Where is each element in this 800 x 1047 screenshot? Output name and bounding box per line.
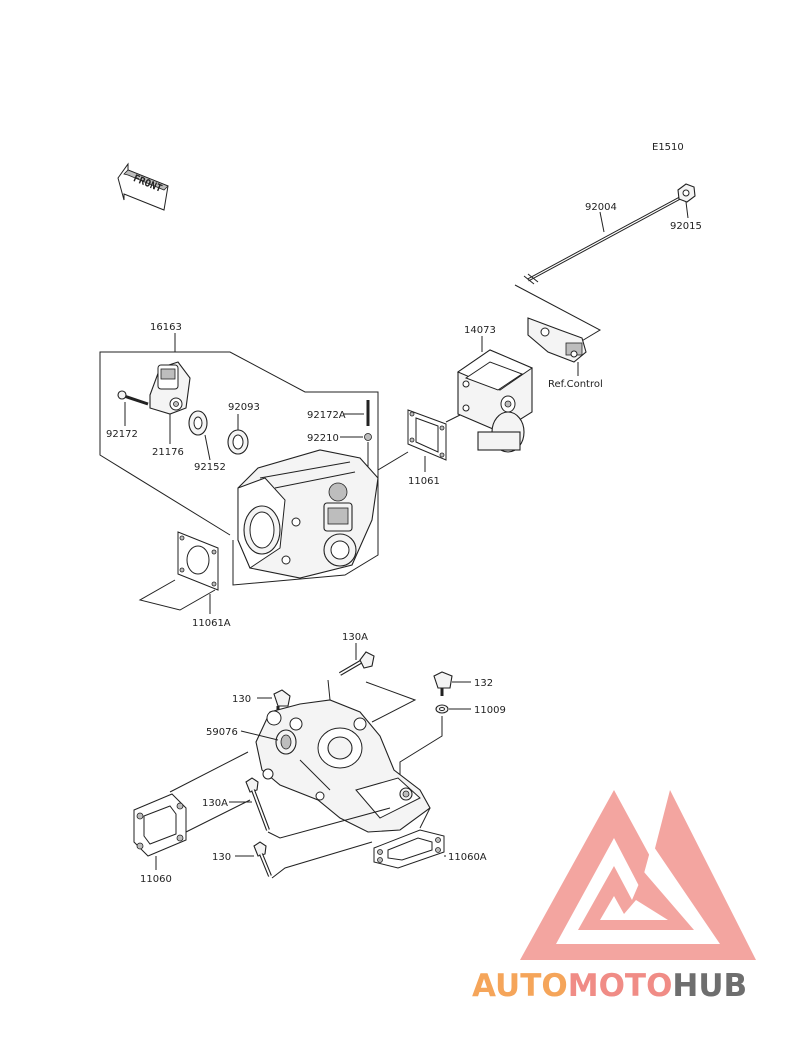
washer-92210 <box>364 433 372 441</box>
throttle-body <box>237 449 379 579</box>
label-11060: 11060 <box>140 874 172 885</box>
ref-control-label: Ref.Control <box>548 379 603 390</box>
label-130-bottom: 130 <box>212 852 231 863</box>
bolt-130A-mid <box>245 777 270 831</box>
label-11009: 11009 <box>474 705 506 716</box>
intake-manifold <box>255 699 431 833</box>
watermark-hub: HUB <box>672 968 747 1004</box>
front-arrow-icon: FRONT <box>117 162 169 211</box>
nut-92015 <box>677 183 696 203</box>
watermark-auto: AUTO <box>472 968 568 1004</box>
throttle-position-sensor <box>149 361 191 415</box>
watermark-moto: MOTO <box>568 968 673 1004</box>
label-11061: 11061 <box>408 476 440 487</box>
label-92093: 92093 <box>228 402 260 413</box>
label-11061A: 11061A <box>192 618 231 629</box>
bolt-130-bottom <box>253 841 272 877</box>
label-16163: 16163 <box>150 322 182 333</box>
label-92172: 92172 <box>106 429 138 440</box>
o-ring-92093 <box>227 429 249 455</box>
label-130A-top: 130A <box>342 632 368 643</box>
control-bracket <box>527 317 587 363</box>
watermark-brand-text: AUTOMOTOHUB <box>472 968 747 1004</box>
label-21176: 21176 <box>152 447 184 458</box>
long-bolt-92004 <box>523 196 681 285</box>
label-14073: 14073 <box>464 325 496 336</box>
screw-92172 <box>117 390 149 406</box>
label-59076: 59076 <box>206 727 238 738</box>
automotohub-logo <box>520 790 756 960</box>
label-92152: 92152 <box>194 462 226 473</box>
bolt-130A-top <box>338 651 375 676</box>
clip-92152 <box>188 410 208 436</box>
gasket-11060 <box>133 793 187 857</box>
label-130A-mid: 130A <box>202 798 228 809</box>
gasket-11061 <box>407 409 447 461</box>
label-11060A: 11060A <box>448 852 487 863</box>
label-132: 132 <box>474 678 493 689</box>
diagram-code: E1510 <box>652 142 684 153</box>
label-92172A: 92172A <box>307 410 346 421</box>
gasket-11061A <box>177 531 219 591</box>
intake-duct-14073 <box>456 349 534 453</box>
washer-11009 <box>435 704 449 714</box>
label-92015: 92015 <box>670 221 702 232</box>
label-92210: 92210 <box>307 433 339 444</box>
bolt-132 <box>433 671 453 696</box>
label-130-top: 130 <box>232 694 251 705</box>
label-92004: 92004 <box>585 202 617 213</box>
gasket-11060A <box>373 829 445 869</box>
